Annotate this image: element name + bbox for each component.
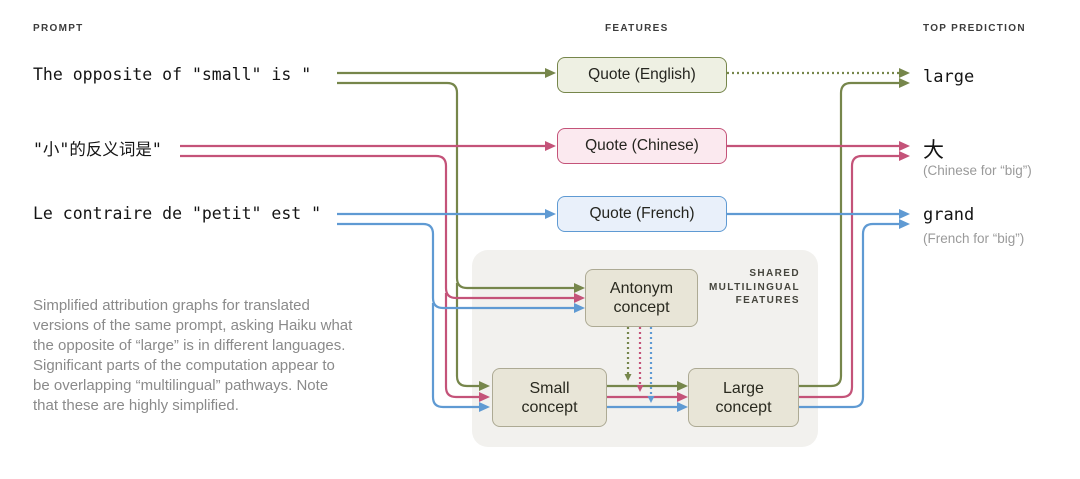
concept-node-large: Large concept	[688, 368, 799, 427]
prediction-chinese: 大	[923, 138, 944, 162]
prediction-french: grand	[923, 205, 975, 225]
prompt-chinese: "小"的反义词是"	[33, 140, 162, 159]
prompt-column-header: PROMPT	[33, 23, 84, 34]
shared-label-line3: FEATURES	[735, 295, 800, 306]
feature-node-quote-english: Quote (English)	[557, 57, 727, 93]
concept-node-small: Small concept	[492, 368, 607, 427]
concept-node-antonym: Antonym concept	[585, 269, 698, 327]
feature-node-quote-chinese: Quote (Chinese)	[557, 128, 727, 164]
feature-node-quote-french: Quote (French)	[557, 196, 727, 232]
english-paths	[337, 68, 910, 391]
top-prediction-column-header: TOP PREDICTION	[923, 23, 1026, 34]
shared-label-line1: SHARED	[749, 268, 800, 279]
french-paths	[337, 209, 910, 412]
prediction-english: large	[923, 67, 975, 87]
prompt-french: Le contraire de "petit" est "	[33, 204, 322, 223]
shared-label-line2: MULTILINGUAL	[708, 281, 800, 293]
shared-multilingual-label: SHARED MULTILINGUAL FEATURES	[690, 267, 800, 308]
figure-caption: Simplified attribution graphs for transl…	[33, 297, 353, 414]
features-column-header: FEATURES	[605, 23, 669, 34]
prediction-chinese-note: (Chinese for “big”)	[923, 163, 1032, 178]
prompt-english: The opposite of "small" is "	[33, 65, 312, 84]
prediction-french-note: (French for “big”)	[923, 231, 1025, 246]
chinese-paths	[180, 141, 910, 402]
